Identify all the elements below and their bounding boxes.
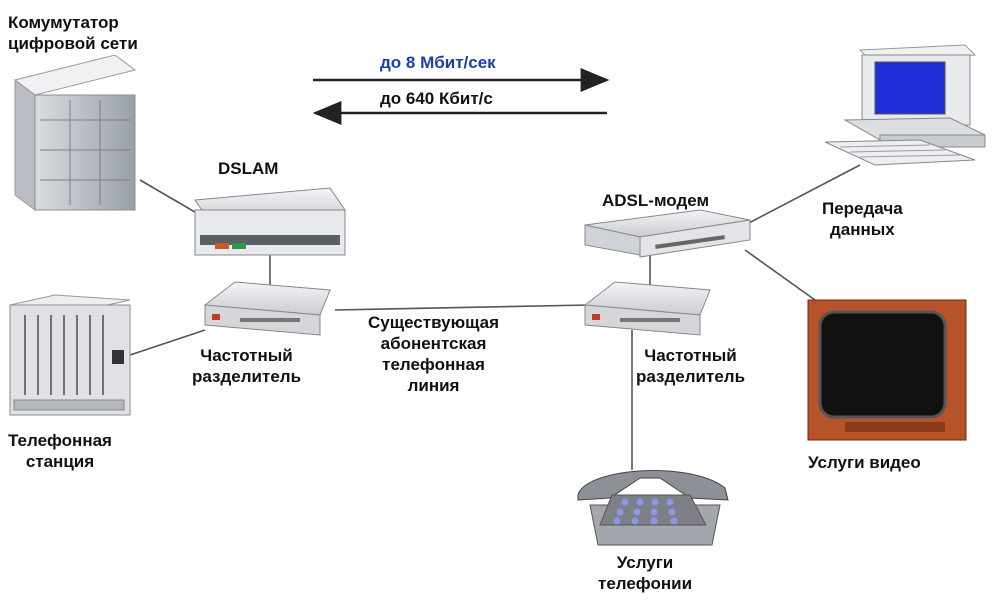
splitter-right-label: Частотный разделитель bbox=[636, 345, 745, 387]
adsl-modem-icon bbox=[584, 209, 751, 258]
computer-icon bbox=[824, 44, 986, 166]
phone-station-label-line2: станция bbox=[25, 452, 95, 471]
line-station-splitter bbox=[129, 329, 206, 356]
data-transfer-label-line1: Передача bbox=[822, 199, 903, 218]
telephony-services-label: Услуги телефонии bbox=[598, 552, 692, 594]
phone-station-label-line1: Телефонная bbox=[8, 431, 112, 450]
switch-label: Комумутатор цифровой сети bbox=[8, 12, 138, 54]
existing-line-label: Существующая абонентская телефонная лини… bbox=[368, 312, 499, 396]
switch-label-line2: цифровой сети bbox=[8, 34, 138, 53]
existing-line-label-line3: телефонная bbox=[382, 355, 485, 374]
existing-line-label-line1: Существующая bbox=[368, 313, 500, 332]
phone-icon bbox=[577, 469, 729, 546]
telephony-services-label-line2: телефонии bbox=[598, 574, 693, 593]
existing-line-label-line4: линия bbox=[407, 376, 460, 395]
adsl-modem-label: ADSL-модем bbox=[602, 191, 710, 210]
splitter-right-label-line2: разделитель bbox=[636, 367, 746, 386]
data-transfer-label: Передача данных bbox=[822, 198, 903, 240]
downstream-speed-label: до 8 Мбит/сек bbox=[380, 53, 496, 72]
line-switch-dslam bbox=[139, 179, 201, 216]
dslam-device-icon bbox=[194, 187, 346, 256]
splitter-left-label-line2: разделитель bbox=[192, 367, 302, 386]
speed-arrows bbox=[312, 68, 610, 125]
left-splitter-icon bbox=[203, 281, 331, 336]
telephony-services-label-line1: Услуги bbox=[616, 553, 674, 572]
splitter-left-label: Частотный разделитель bbox=[192, 345, 301, 387]
tv-icon bbox=[807, 299, 967, 441]
line-subscriber bbox=[334, 304, 591, 311]
line-modem-computer bbox=[744, 164, 861, 226]
right-splitter-icon bbox=[583, 281, 711, 336]
dslam-label: DSLAM bbox=[218, 159, 279, 178]
switch-label-line1: Комумутатор bbox=[8, 13, 119, 32]
phone-station-label: Телефонная станция bbox=[8, 430, 112, 472]
data-transfer-label-line2: данных bbox=[829, 220, 895, 239]
splitter-right-label-line1: Частотный bbox=[644, 346, 737, 365]
line-modem-tv bbox=[744, 249, 816, 301]
video-services-label: Услуги видео bbox=[808, 453, 921, 472]
switch-cabinet-icon bbox=[13, 54, 137, 211]
upstream-speed-label: до 640 Кбит/с bbox=[380, 89, 493, 108]
telephone-station-icon bbox=[9, 294, 131, 416]
existing-line-label-line2: абонентская bbox=[380, 334, 487, 353]
connection-lines bbox=[129, 164, 861, 470]
splitter-left-label-line1: Частотный bbox=[200, 346, 293, 365]
